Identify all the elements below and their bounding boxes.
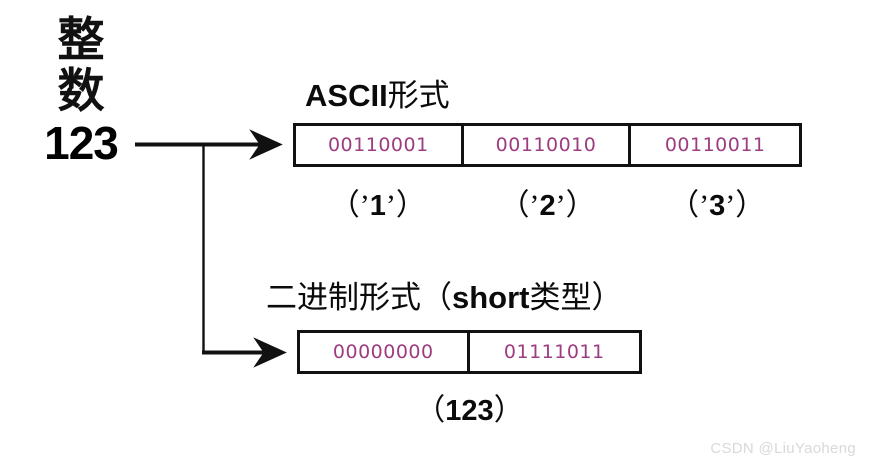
ascii-caption-row: （’1’） （’2’） （’3’） <box>293 180 802 224</box>
source-integer-label: 整 数 123 <box>26 15 136 169</box>
ascii-byte-cell: 00110011 <box>631 126 799 164</box>
caption-value: 123 <box>445 395 494 427</box>
source-cjk-line2: 数 <box>57 66 105 118</box>
caption-open-paren: （’ <box>669 189 710 222</box>
binary-section-heading: 二进制形式（short类型） <box>266 272 623 317</box>
binary-heading-cjk-suffix: 类型） <box>529 280 623 315</box>
caption-close-paren: ’） <box>725 189 766 222</box>
binary-byte-cell: 01111011 <box>469 333 639 371</box>
binary-heading-latin: short <box>452 280 530 315</box>
ascii-byte-cell: 00110001 <box>296 126 464 164</box>
caption-char: 1 <box>369 190 386 222</box>
binary-byte-cell: 00000000 <box>300 333 470 371</box>
caption-close-paren: ’） <box>555 189 596 222</box>
ascii-section-heading: ASCII形式 <box>305 70 450 115</box>
ascii-caption: （’3’） <box>632 180 802 224</box>
caption-char: 3 <box>709 190 726 222</box>
binary-heading-cjk-prefix: 二进制形式（ <box>266 280 452 315</box>
ascii-caption: （’1’） <box>293 180 463 224</box>
binary-caption: （123） <box>415 385 523 429</box>
csdn-watermark: CSDN @LiuYaoheng <box>710 440 856 457</box>
source-cjk-line1: 整 <box>57 15 105 67</box>
ascii-caption: （’2’） <box>463 180 633 224</box>
binary-caption-row: （123） <box>297 385 642 429</box>
caption-open-paren: （’ <box>499 189 540 222</box>
caption-open-paren: （ <box>415 394 446 427</box>
ascii-byte-table: 00110001 00110010 00110011 <box>293 123 802 167</box>
ascii-heading-latin: ASCII <box>305 78 388 113</box>
ascii-heading-cjk: 形式 <box>387 78 450 113</box>
ascii-byte-cell: 00110010 <box>463 126 632 164</box>
caption-open-paren: （’ <box>329 189 370 222</box>
caption-char: 2 <box>539 190 556 222</box>
caption-close-paren: ’） <box>385 189 426 222</box>
caption-close-paren: ） <box>493 394 524 427</box>
binary-byte-table: 00000000 01111011 <box>297 330 642 374</box>
source-value: 123 <box>44 117 119 169</box>
